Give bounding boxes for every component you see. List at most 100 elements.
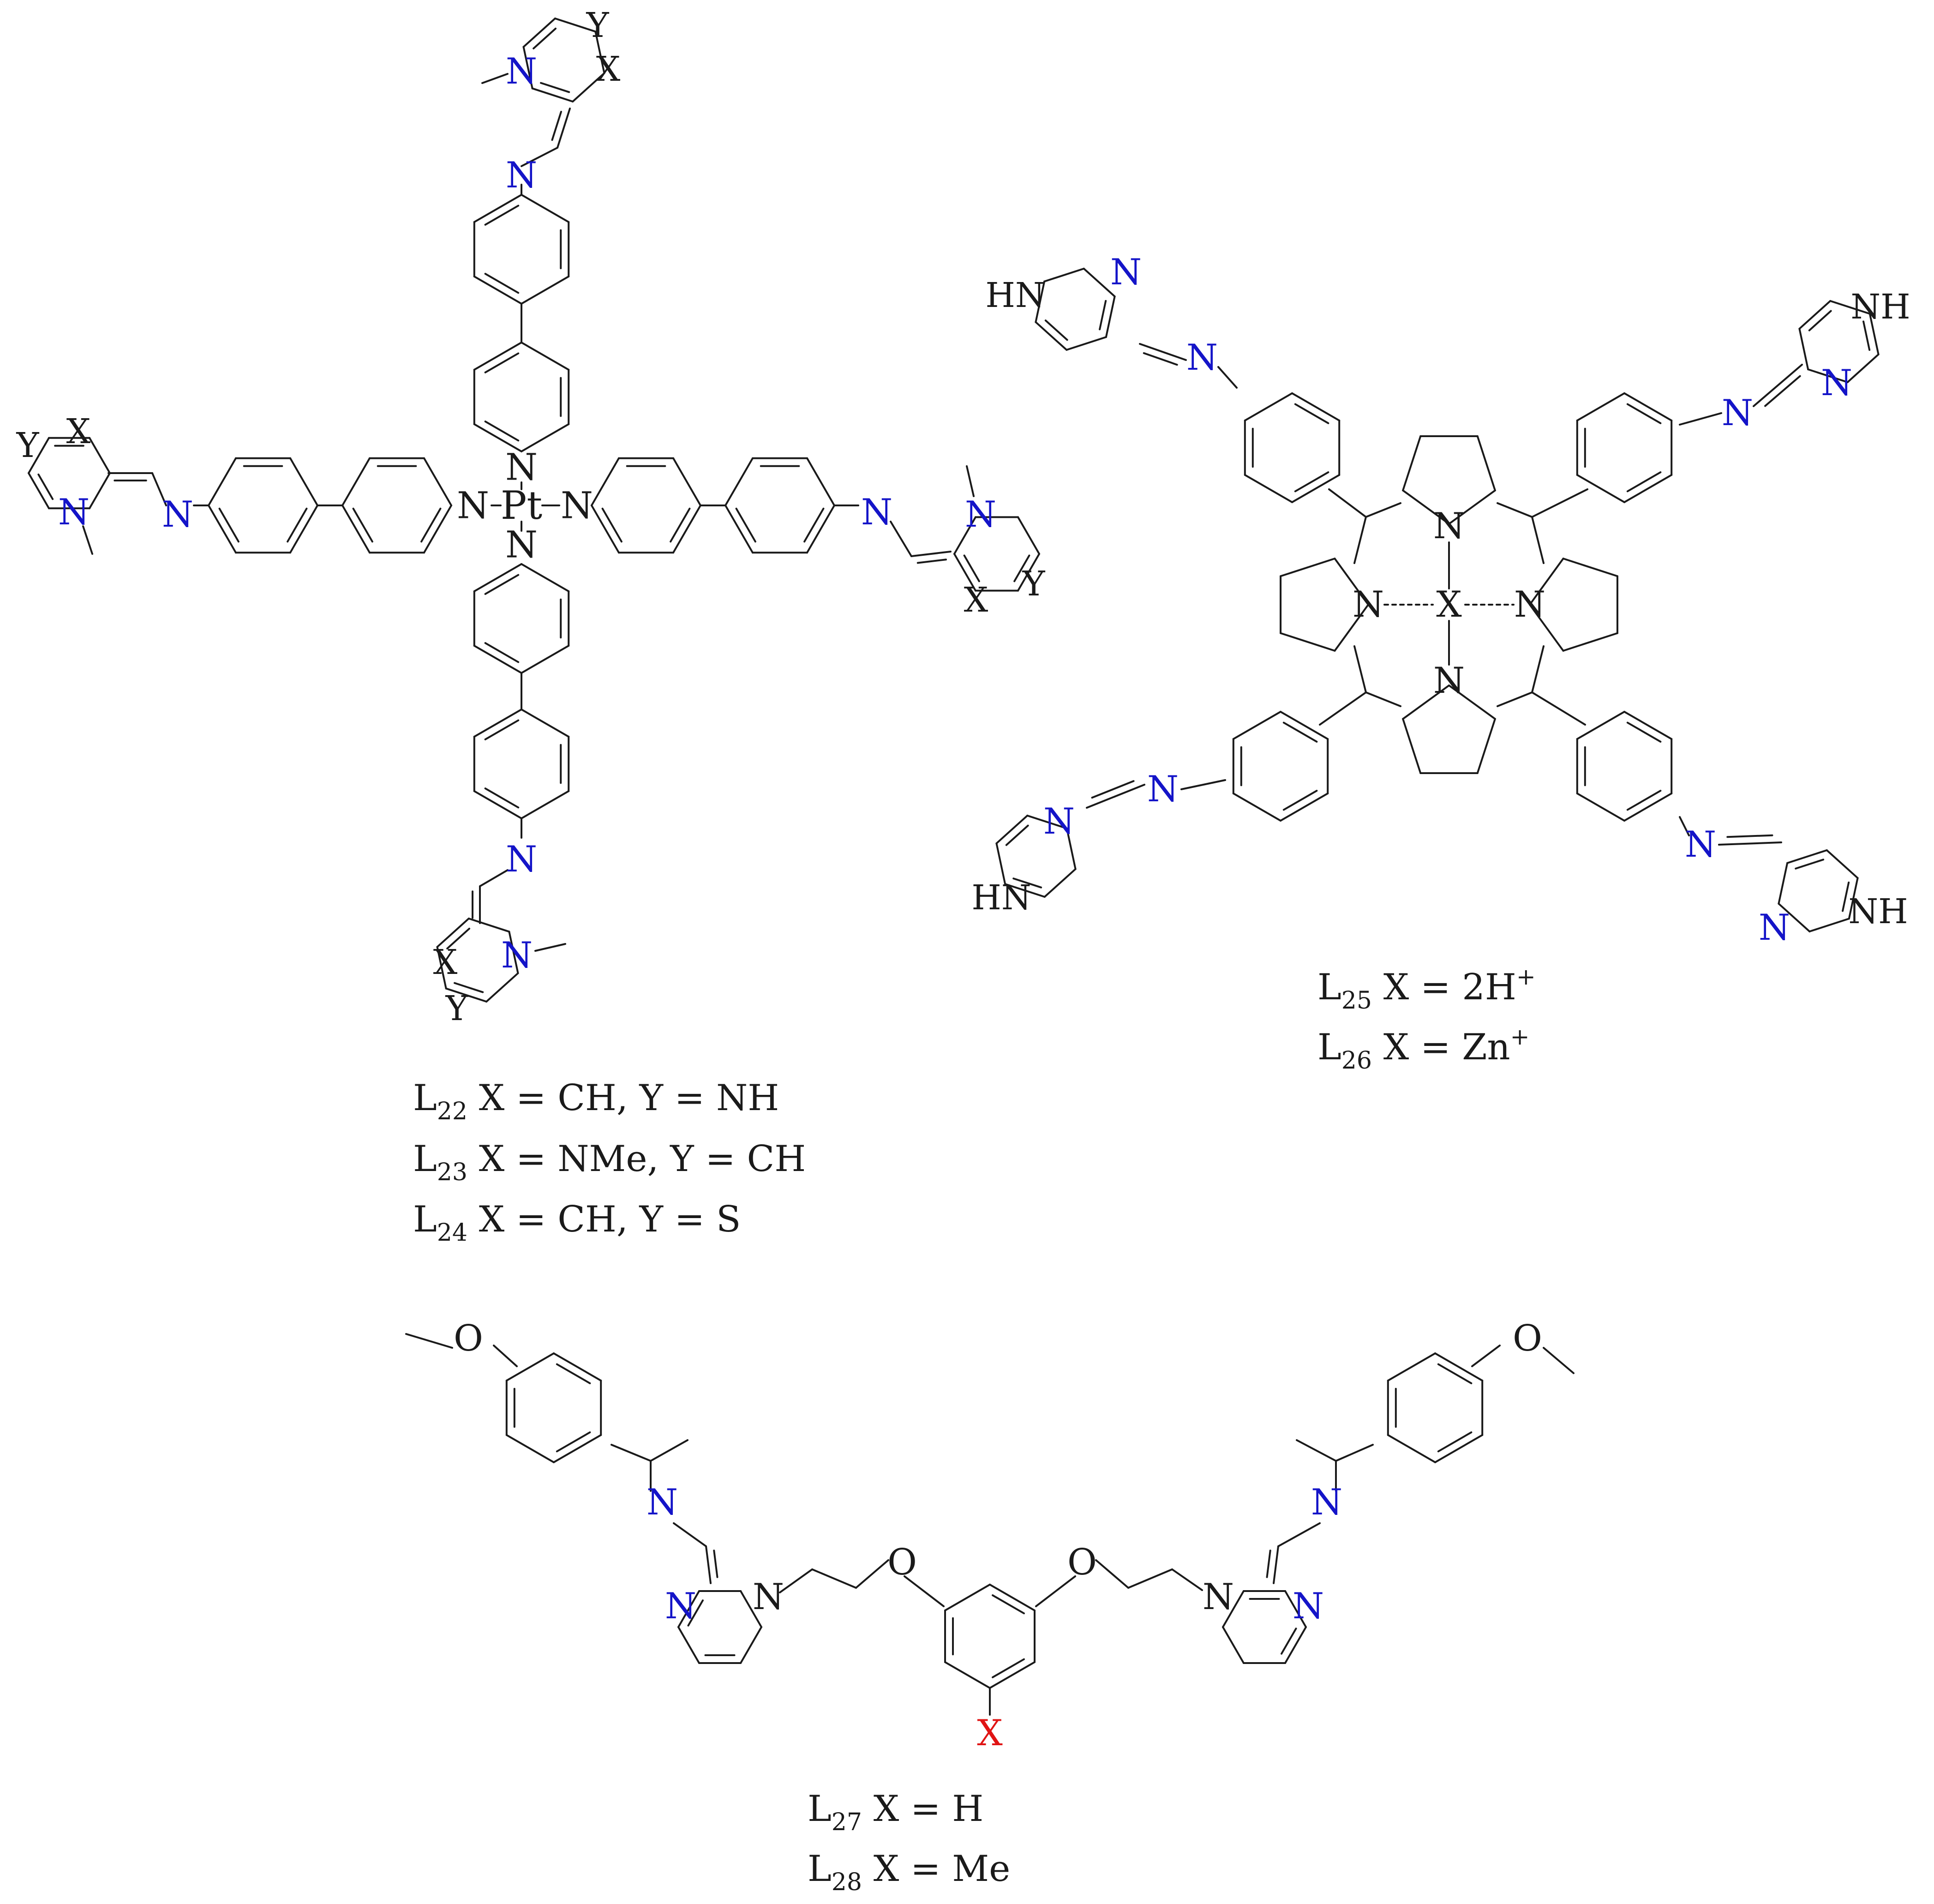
bond: [1753, 364, 1803, 407]
bond: [1017, 553, 1040, 592]
bond: [508, 931, 519, 974]
atom-label-n: N: [501, 935, 533, 976]
bond: [534, 943, 566, 952]
atom-label-n: N: [1311, 1482, 1342, 1523]
bond: [673, 1522, 707, 1547]
bond: [341, 505, 371, 554]
aromatic-inner-line: [1012, 877, 1042, 889]
double-bond-line: [713, 1550, 719, 1578]
atom-label-o: O: [1513, 1318, 1542, 1359]
bond: [473, 645, 522, 674]
bond: [473, 709, 522, 738]
bond: [521, 790, 570, 819]
bond: [1284, 1590, 1307, 1628]
aromatic-inner-line: [1626, 471, 1662, 493]
bond: [989, 1584, 1036, 1611]
bond: [910, 551, 952, 557]
atom-label-n: N: [1203, 1576, 1234, 1618]
bond: [521, 342, 570, 371]
atom-label-n: N: [505, 446, 538, 489]
double-bond-line: [551, 111, 562, 141]
atom-label-x: X: [433, 943, 458, 982]
bond: [1291, 474, 1341, 503]
bond: [1562, 558, 1618, 577]
bond: [1244, 392, 1293, 421]
atom-label-hn: HN: [971, 878, 1031, 918]
aromatic-inner-line: [556, 1363, 591, 1384]
bond: [1387, 1434, 1436, 1463]
aromatic-inner-line: [446, 927, 470, 949]
bond: [89, 472, 111, 510]
bond: [1543, 1347, 1575, 1374]
aromatic-inner-line: [1437, 1431, 1473, 1453]
atom-label-n: N: [753, 1576, 784, 1618]
atom-label-x: X: [964, 580, 988, 620]
atom-label-n: N: [1353, 584, 1384, 625]
caption-l22: L22 X = CH, Y = NH: [413, 1077, 779, 1125]
atom-label-n: N: [1186, 337, 1218, 378]
aromatic-inner-line: [687, 1599, 704, 1627]
atom-label-nh: NH: [1850, 287, 1910, 327]
caption-l26: L26 X = Zn+: [1317, 1023, 1530, 1075]
bond: [725, 505, 754, 554]
bond: [1387, 1352, 1436, 1381]
bond: [1222, 1626, 1245, 1664]
aromatic-inner-line: [735, 507, 756, 543]
aromatic-inner-line: [992, 1594, 1025, 1615]
bond: [554, 18, 597, 33]
bond: [1232, 793, 1281, 822]
bond: [677, 1590, 700, 1628]
aromatic-inner-line: [1044, 319, 1068, 341]
bond: [855, 1559, 889, 1589]
bond: [1679, 816, 1690, 836]
substituent-x-highlight: X: [977, 1712, 1003, 1754]
bond: [89, 437, 111, 474]
atom-label-y: Y: [1022, 564, 1046, 604]
atom-label-n: N: [457, 484, 489, 527]
bond: [436, 946, 447, 990]
bond: [890, 521, 912, 557]
aromatic-inner-line: [1862, 320, 1871, 351]
bond: [522, 18, 556, 48]
bond: [493, 1345, 518, 1367]
aromatic-inner-line: [484, 574, 520, 595]
aromatic-inner-line: [533, 27, 557, 49]
bond: [1497, 502, 1533, 518]
bond: [151, 472, 167, 506]
bond: [677, 1626, 700, 1664]
caption-l27: L27 X = H: [808, 1788, 983, 1836]
bond: [1868, 312, 1880, 355]
bond: [672, 457, 701, 506]
bond: [1291, 392, 1341, 421]
bond: [953, 516, 976, 555]
aromatic-inner-line: [1795, 859, 1825, 870]
aromatic-inner-line: [670, 507, 691, 543]
aromatic-inner-line: [1281, 1628, 1297, 1655]
bond: [1043, 868, 1077, 898]
bond: [289, 457, 318, 506]
double-bond-line: [1764, 375, 1801, 407]
bond: [1353, 645, 1367, 693]
bond: [557, 108, 571, 149]
bond: [423, 505, 452, 554]
bond-lines: [28, 18, 1880, 1716]
bond: [672, 505, 701, 554]
aromatic-inner-line: [484, 642, 520, 663]
atom-label-n: N: [1433, 660, 1465, 702]
bond: [473, 342, 522, 371]
caption-group-bis-imidazole: L27 X = H L28 X = Me: [808, 1788, 1010, 1896]
aromatic-inner-line: [556, 1431, 591, 1453]
atom-label-n: N: [965, 494, 996, 535]
bond: [521, 276, 570, 305]
bond: [1280, 793, 1329, 822]
bond: [1808, 918, 1850, 933]
bond: [445, 987, 488, 1003]
bond: [1280, 558, 1336, 577]
bond: [1066, 336, 1107, 351]
bond: [521, 423, 570, 452]
bond: [1798, 300, 1832, 330]
bond: [473, 276, 522, 305]
aromatic-inner-line: [484, 204, 520, 226]
bond: [1035, 321, 1068, 351]
